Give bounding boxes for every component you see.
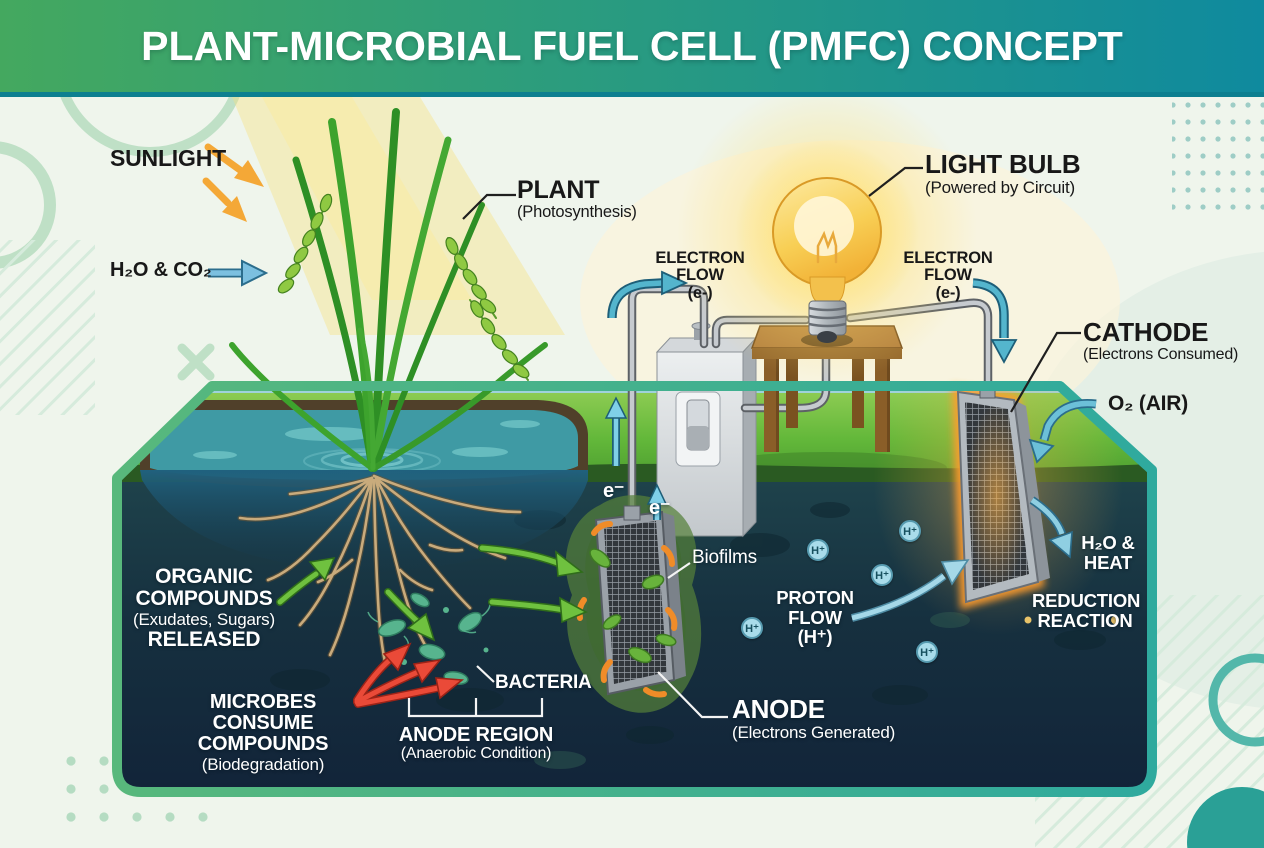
anode-region-sub: (Anaerobic Condition) xyxy=(400,745,552,763)
label-sunlight: SUNLIGHT xyxy=(110,145,226,171)
light-bulb-sub: (Powered by Circuit) xyxy=(925,177,1075,197)
electron-flow-left-title: ELECTRON FLOW xyxy=(655,249,745,285)
proton-flow-line2: FLOW xyxy=(788,606,842,628)
proton-flow-arrow xyxy=(851,559,970,622)
proton-circle-2: H⁺ xyxy=(807,539,829,561)
x-mark-decor xyxy=(177,343,215,381)
microbes-line2: COMPOUNDS xyxy=(197,733,329,756)
leader-lines-dark xyxy=(462,166,1081,413)
label-electron-symbol-2: e⁻ xyxy=(649,497,671,519)
anode-region-title: ANODE REGION xyxy=(398,724,554,746)
proton-circle-4: H⁺ xyxy=(741,617,763,639)
label-reduction-reaction: REDUCTION REACTION xyxy=(1032,590,1141,631)
reduction-line1: REDUCTION xyxy=(1032,590,1141,611)
title-banner: PLANT-MICROBIAL FUEL CELL (PMFC) CONCEPT xyxy=(0,0,1264,97)
leader-lines-white xyxy=(407,562,728,719)
electron-flow-right-title: ELECTRON FLOW xyxy=(903,249,993,285)
anode-title: ANODE xyxy=(732,694,825,724)
h2o-heat-line2: HEAT xyxy=(1083,551,1133,573)
electron-flow-arrow-right xyxy=(972,278,1018,364)
label-electron-symbol-1: e⁻ xyxy=(603,480,625,502)
biofilm-bacteria xyxy=(576,521,678,698)
electron-flow-left-sub: (e-) xyxy=(687,283,713,302)
h2o-co2-arrow xyxy=(208,259,269,287)
label-cathode: CATHODE (Electrons Consumed) xyxy=(1083,317,1239,364)
organic-compound-arrows xyxy=(276,544,588,642)
label-proton-flow: PROTON FLOW (H⁺) xyxy=(772,588,858,647)
microbe-consume-arrows xyxy=(353,642,465,708)
plant-sub: (Photosynthesis) xyxy=(517,202,637,221)
electron-flow-right-sub: (e-) xyxy=(935,283,961,302)
electron-up-arrows xyxy=(604,396,668,520)
h2o-heat-arrow xyxy=(1029,496,1073,559)
label-anode-region: ANODE REGION (Anaerobic Condition) xyxy=(388,724,564,763)
proton-circle-1: H⁺ xyxy=(899,520,921,542)
proton-circle-3: H⁺ xyxy=(871,564,893,586)
o2-arrow xyxy=(1028,398,1097,464)
proton-flow-line1: PROTON xyxy=(776,587,854,608)
sunbeam xyxy=(232,97,565,335)
microbes-line1: MICROBES CONSUME xyxy=(209,691,317,735)
label-h2o-heat: H₂O & HEAT xyxy=(1072,533,1144,572)
proton-circle-5: H⁺ xyxy=(916,641,938,663)
label-o2-air: O₂ (AIR) xyxy=(1108,392,1189,415)
tank-frame xyxy=(112,381,1157,797)
rice-plant xyxy=(229,108,548,472)
light-bulb xyxy=(677,82,977,382)
label-organic-compounds: ORGANIC COMPOUNDS (Exudates, Sugars) REL… xyxy=(116,565,292,651)
grain-panicles xyxy=(277,193,530,381)
label-h2o-co2: H₂O & CO₂ xyxy=(110,259,212,281)
reduction-line2: REACTION xyxy=(1037,609,1133,631)
microbes-line3: (Biodegradation) xyxy=(201,754,325,774)
organic-line4: RELEASED xyxy=(147,627,261,651)
label-light-bulb: LIGHT BULB (Powered by Circuit) xyxy=(925,149,1081,197)
proton-flow-line3: (H⁺) xyxy=(797,626,833,648)
h2o-heat-line1: H₂O & xyxy=(1081,532,1135,553)
organic-line2: COMPOUNDS xyxy=(135,587,273,611)
plant-title: PLANT xyxy=(517,176,600,204)
cathode-sub: (Electrons Consumed) xyxy=(1083,345,1239,363)
anode-sub: (Electrons Generated) xyxy=(732,722,896,742)
label-bacteria: BACTERIA xyxy=(495,672,592,693)
light-bulb-title: LIGHT BULB xyxy=(925,149,1081,179)
organic-line3: (Exudates, Sugars) xyxy=(133,609,275,629)
cathode-title: CATHODE xyxy=(1083,317,1209,347)
organic-line1: ORGANIC xyxy=(155,565,253,588)
cathode-electrode xyxy=(951,383,1050,610)
electron-flow-arrow-left xyxy=(607,270,689,319)
label-electron-flow-left: ELECTRON FLOW (e-) xyxy=(638,249,762,302)
page-title: PLANT-MICROBIAL FUEL CELL (PMFC) CONCEPT xyxy=(141,22,1123,69)
bacteria-cluster xyxy=(367,592,491,691)
label-anode: ANODE (Electrons Generated) xyxy=(732,694,896,742)
label-biofilms: Biofilms xyxy=(692,547,757,568)
label-electron-flow-right: ELECTRON FLOW (e-) xyxy=(886,249,1010,302)
sunlight-arrows xyxy=(202,143,264,222)
label-microbes-consume: MICROBES CONSUME COMPOUNDS (Biodegradati… xyxy=(163,691,363,774)
label-plant: PLANT (Photosynthesis) xyxy=(517,177,637,221)
